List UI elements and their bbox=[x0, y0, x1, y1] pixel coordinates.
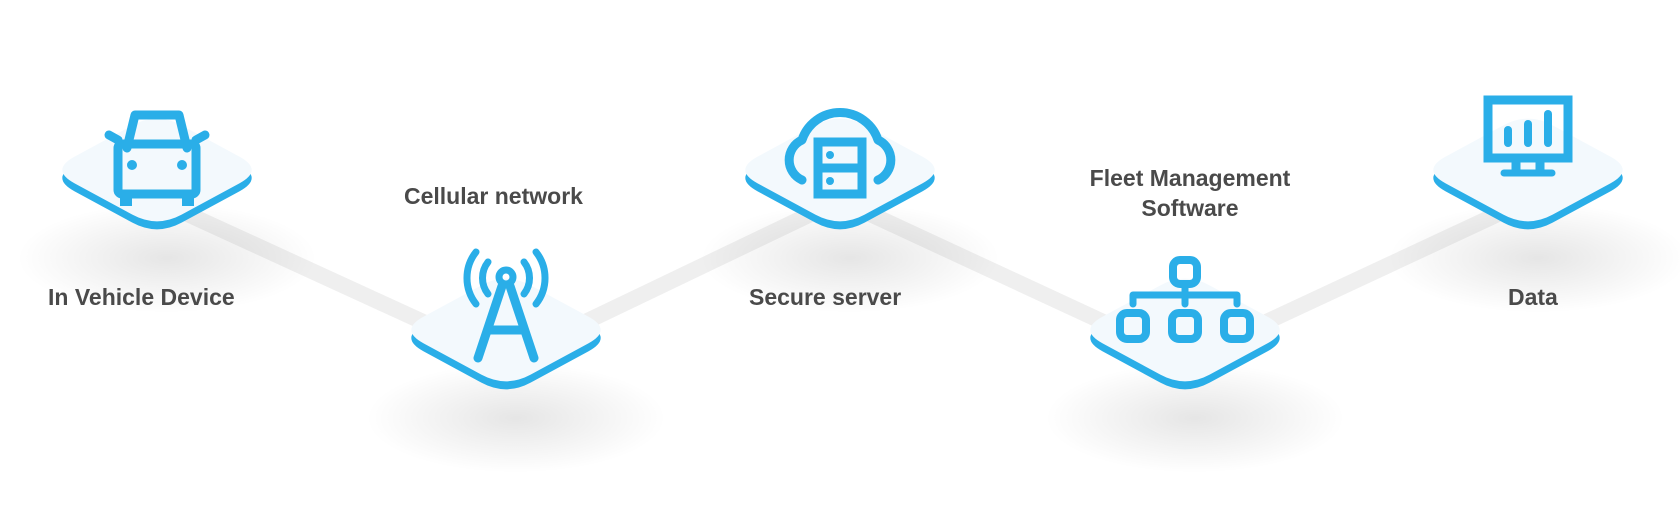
car-mirror-right bbox=[191, 130, 210, 145]
monitor-chart-icon bbox=[1483, 95, 1573, 177]
car-headlight-left bbox=[127, 160, 137, 170]
platform-shadow bbox=[700, 203, 1000, 313]
icon-layer bbox=[104, 95, 1573, 363]
platform-shadow bbox=[1045, 363, 1345, 473]
hierarchy-links bbox=[1129, 280, 1241, 308]
car-icon bbox=[104, 110, 210, 206]
platform-top-in-vehicle-device bbox=[62, 118, 252, 222]
server-led-1 bbox=[826, 151, 834, 159]
node-label-text: Secure server bbox=[749, 284, 902, 310]
hierarchy-child-2 bbox=[1168, 309, 1202, 343]
label-secure-server: Secure server bbox=[749, 282, 901, 312]
node-label-text: Data bbox=[1508, 284, 1558, 310]
car-headlight-right bbox=[177, 160, 187, 170]
node-label-text: In Vehicle Device bbox=[48, 284, 235, 310]
hierarchy-icon bbox=[1116, 256, 1254, 343]
node-label-line: Software bbox=[1141, 195, 1239, 221]
hierarchy-child-3 bbox=[1220, 309, 1254, 343]
car-wheel-left bbox=[120, 190, 132, 206]
monitor-screen bbox=[1483, 95, 1573, 163]
platform-shadow bbox=[17, 203, 317, 313]
tower-body bbox=[473, 281, 539, 363]
label-fleet-management-software: Fleet Management Software bbox=[1075, 163, 1305, 223]
signal-outer bbox=[463, 248, 549, 308]
hierarchy-root bbox=[1169, 256, 1201, 288]
label-cellular-network: Cellular network bbox=[404, 181, 583, 211]
hierarchy-child-1 bbox=[1116, 309, 1150, 343]
label-in-vehicle-device: In Vehicle Device bbox=[48, 282, 235, 312]
cell-tower-icon bbox=[463, 248, 549, 363]
cloud-outline bbox=[784, 107, 896, 185]
platform-shadow bbox=[1388, 203, 1680, 313]
car-body bbox=[113, 139, 201, 199]
node-label-text: Cellular network bbox=[404, 183, 583, 209]
cloud-server-icon bbox=[784, 107, 896, 199]
server-led-2 bbox=[826, 177, 834, 185]
platform-top-fleet-management-software bbox=[1090, 278, 1280, 382]
car-roof bbox=[122, 110, 192, 153]
label-data: Data bbox=[1508, 282, 1558, 312]
node-label-line: Fleet Management bbox=[1089, 165, 1291, 191]
car-mirror-left bbox=[104, 130, 123, 145]
shadow-layer bbox=[17, 203, 1680, 473]
car-wheel-right bbox=[182, 190, 194, 206]
platform-shadow bbox=[366, 363, 666, 473]
signal-inner bbox=[479, 258, 533, 298]
